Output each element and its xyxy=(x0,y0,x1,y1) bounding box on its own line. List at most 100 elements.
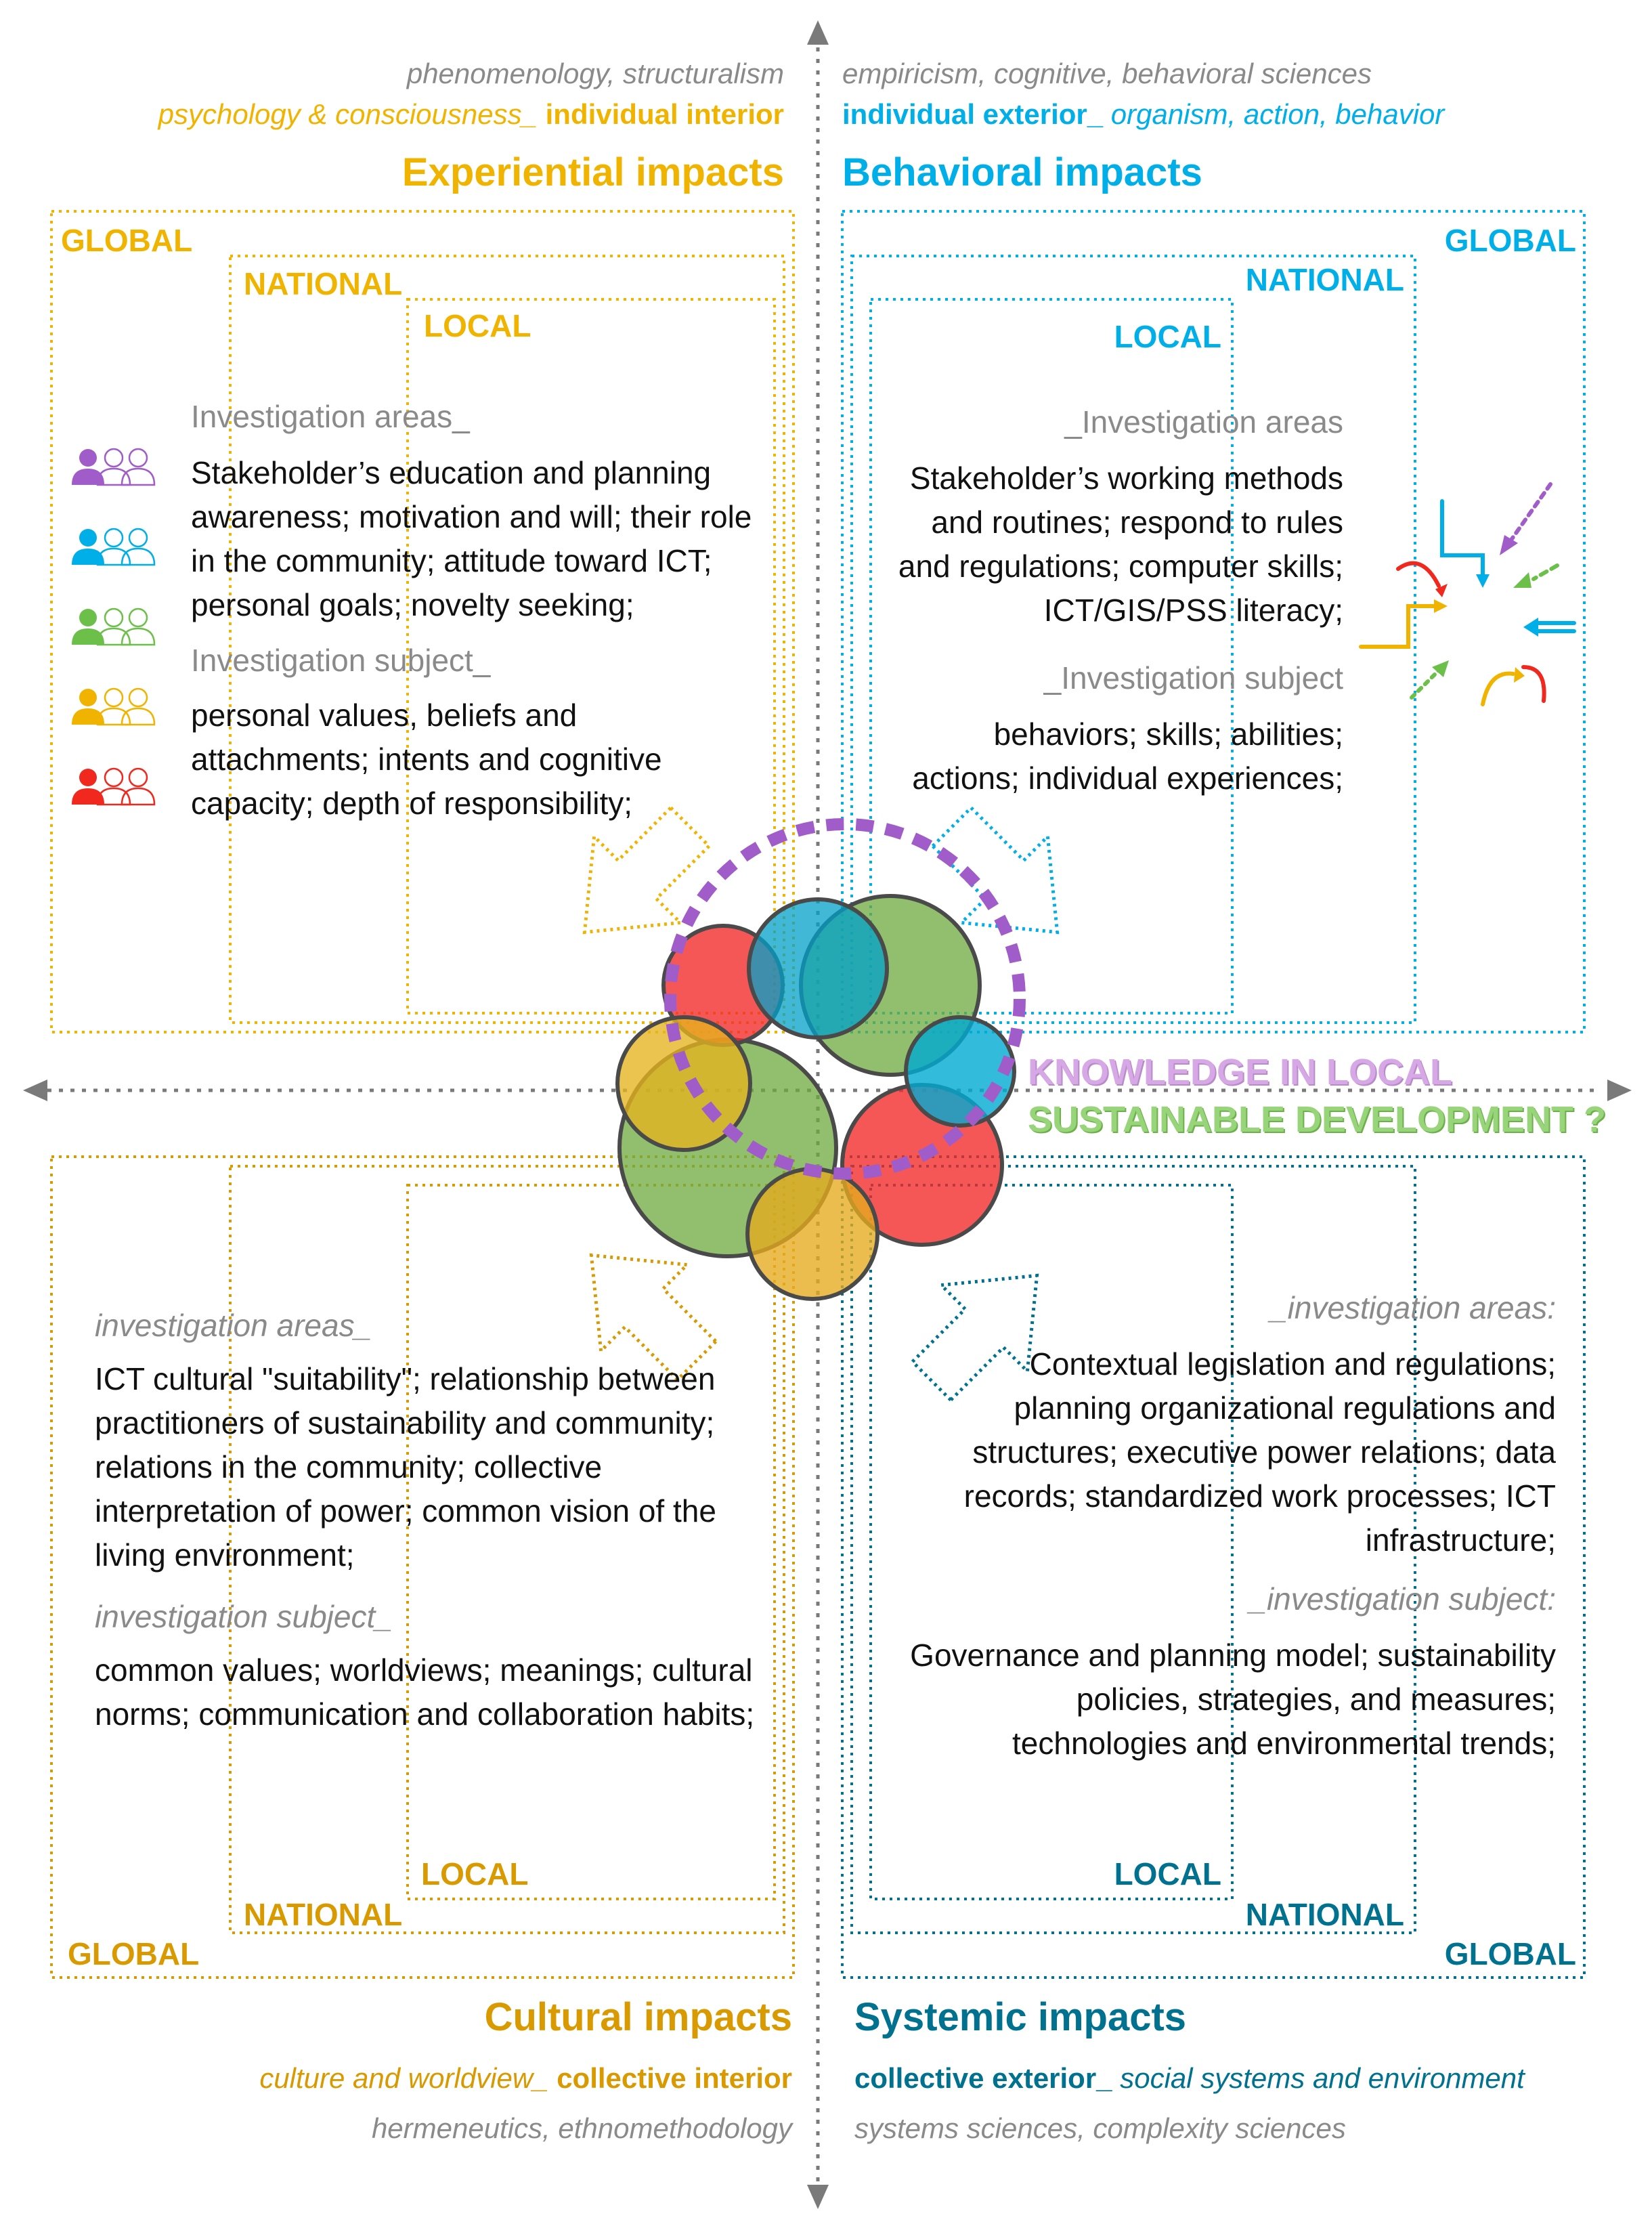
systemic-areas-label: _investigation areas: xyxy=(1270,1290,1556,1325)
text-line: capacity; depth of responsibility; xyxy=(191,786,633,821)
behavioral-level-local: LOCAL xyxy=(1114,319,1221,354)
cultural-areas-text: ICT cultural "suitability"; relationship… xyxy=(95,1357,716,1577)
axis-arrow-up xyxy=(807,20,829,45)
cultural-subject-label: investigation subject_ xyxy=(95,1599,393,1634)
behavioral-frames xyxy=(841,210,1586,1033)
experiential-subject-label: Investigation subject_ xyxy=(191,643,491,678)
experiential-domain: psychology & consciousness_ individual i… xyxy=(158,100,784,129)
text-line: living environment; xyxy=(95,1537,355,1573)
cultural-level-local: LOCAL xyxy=(421,1856,529,1892)
systemic-level-national: NATIONAL xyxy=(1245,1897,1404,1932)
systemic-domain-plain: social systems and environment xyxy=(1120,2062,1525,2094)
arrow-experiential xyxy=(582,805,712,935)
text-line: personal values, beliefs and xyxy=(191,698,578,733)
text-line: common values; worldviews; meanings; cul… xyxy=(95,1652,753,1688)
behavioral-domain: individual exterior_ organism, action, b… xyxy=(842,100,1444,129)
text-line: in the community; attitude toward ICT; xyxy=(191,543,712,578)
cultural-domain: culture and worldview_ collective interi… xyxy=(259,2064,792,2093)
cultural-methods: hermeneutics, ethnomethodology xyxy=(371,2112,792,2144)
behavioral-domain-plain: organism, action, behavior xyxy=(1110,98,1445,130)
text-line: ICT/GIS/PSS literacy; xyxy=(1043,593,1343,628)
people-group-purple-icon xyxy=(72,448,156,486)
experiential-domain-bold: individual interior xyxy=(545,98,784,130)
cultural-subject-text: common values; worldviews; meanings; cul… xyxy=(95,1648,754,1736)
cultural-areas-label: investigation areas_ xyxy=(95,1308,372,1343)
experiential-subject-text: personal values, beliefs and attachments… xyxy=(191,693,662,826)
experiential-level-national: NATIONAL xyxy=(244,266,403,301)
systemic-areas-text: Contextual legislation and regulations; … xyxy=(964,1342,1556,1562)
cultural-domain-bold: collective interior xyxy=(557,2062,792,2094)
text-line: Stakeholder’s working methods xyxy=(909,461,1343,496)
experiential-title: Experiential impacts xyxy=(401,150,784,194)
text-line: ICT cultural "suitability"; relationship… xyxy=(95,1361,716,1396)
text-line: practitioners of sustainability and comm… xyxy=(95,1405,715,1440)
text-line: norms; communication and collaboration h… xyxy=(95,1696,755,1732)
cultural-level-global: GLOBAL xyxy=(68,1936,200,1971)
axis-arrow-right xyxy=(1607,1080,1632,1101)
systemic-frames xyxy=(841,1155,1586,1979)
experiential-frames xyxy=(50,210,795,1033)
cultural-title: Cultural impacts xyxy=(484,1995,792,2039)
dashed-ring xyxy=(664,818,1026,1180)
text-line: and routines; respond to rules xyxy=(931,505,1343,540)
cultural-frames xyxy=(50,1155,795,1979)
systemic-level-local: LOCAL xyxy=(1114,1856,1221,1892)
text-line: Stakeholder’s education and planning xyxy=(191,455,712,490)
behavioral-level-national: NATIONAL xyxy=(1245,262,1404,297)
behavioral-areas-label: _Investigation areas xyxy=(1064,404,1343,440)
behavioral-subject-text: behaviors; skills; abilities; actions; i… xyxy=(912,712,1343,800)
text-line: personal goals; novelty seeking; xyxy=(191,587,634,622)
experiential-areas-text: Stakeholder’s education and planning awa… xyxy=(191,451,752,627)
text-line: Governance and planning model; sustainab… xyxy=(910,1638,1556,1673)
systemic-title: Systemic impacts xyxy=(854,1995,1187,2039)
systemic-subject-text: Governance and planning model; sustainab… xyxy=(910,1633,1556,1766)
experiential-areas-label: Investigation areas_ xyxy=(191,399,470,434)
text-line: technologies and environmental trends; xyxy=(1012,1726,1556,1761)
text-line: planning organizational regulations and xyxy=(1014,1390,1557,1426)
cultural-domain-plain: culture and worldview_ xyxy=(259,2062,557,2094)
axis-arrow-down xyxy=(807,2185,829,2209)
text-line: and regulations; computer skills; xyxy=(898,549,1343,584)
experiential-methods: phenomenology, structuralism xyxy=(406,58,784,89)
behavioral-methods: empiricism, cognitive, behavioral scienc… xyxy=(842,58,1372,89)
people-group-green-icon xyxy=(72,607,156,646)
people-group-cyan-icon xyxy=(72,528,156,566)
text-line: attachments; intents and cognitive xyxy=(191,742,662,777)
text-line: behaviors; skills; abilities; xyxy=(993,717,1343,752)
text-line: Contextual legislation and regulations; xyxy=(1029,1346,1556,1382)
center-label-line1: KNOWLEDGE IN LOCAL xyxy=(1028,1052,1452,1092)
behavioral-level-global: GLOBAL xyxy=(1444,223,1576,258)
text-line: structures; executive power relations; d… xyxy=(972,1434,1556,1470)
experiential-level-global: GLOBAL xyxy=(61,223,193,258)
text-line: records; standardized work processes; IC… xyxy=(963,1478,1556,1514)
behavioral-areas-text: Stakeholder’s working methods and routin… xyxy=(898,456,1343,633)
systemic-subject-label: _investigation subject: xyxy=(1249,1581,1556,1617)
circle-teal-top xyxy=(747,897,889,1040)
arrow-cultural xyxy=(589,1253,718,1382)
text-line: relations in the community; collective xyxy=(95,1449,603,1484)
text-line: interpretation of power; common vision o… xyxy=(95,1493,716,1529)
text-line: policies, strategies, and measures; xyxy=(1076,1682,1556,1717)
text-line: infrastructure; xyxy=(1365,1522,1556,1558)
experiential-domain-plain: psychology & consciousness_ xyxy=(158,98,546,130)
people-group-yellow-icon xyxy=(72,687,156,726)
systemic-level-global: GLOBAL xyxy=(1444,1936,1576,1971)
cultural-level-national: NATIONAL xyxy=(244,1897,403,1932)
systemic-domain-bold: collective exterior_ xyxy=(854,2062,1121,2094)
converging-arrows-icon xyxy=(1359,482,1576,706)
people-group-red-icon xyxy=(72,767,156,806)
axis-arrow-left xyxy=(23,1080,47,1101)
systemic-methods: systems sciences, complexity sciences xyxy=(854,2112,1346,2144)
center-label-line2: SUSTAINABLE DEVELOPMENT ? xyxy=(1028,1099,1607,1140)
circle-yellow-bottom xyxy=(745,1167,879,1301)
experiential-level-local: LOCAL xyxy=(424,308,531,343)
text-line: awareness; motivation and will; their ro… xyxy=(191,499,752,534)
arrow-behavioral xyxy=(930,805,1060,935)
circle-teal-right xyxy=(904,1015,1016,1128)
behavioral-domain-bold: individual exterior_ xyxy=(842,98,1111,130)
behavioral-title: Behavioral impacts xyxy=(842,150,1202,194)
arrow-systemic xyxy=(910,1273,1039,1403)
center-circles xyxy=(615,894,1016,1301)
systemic-domain: collective exterior_ social systems and … xyxy=(854,2064,1525,2093)
